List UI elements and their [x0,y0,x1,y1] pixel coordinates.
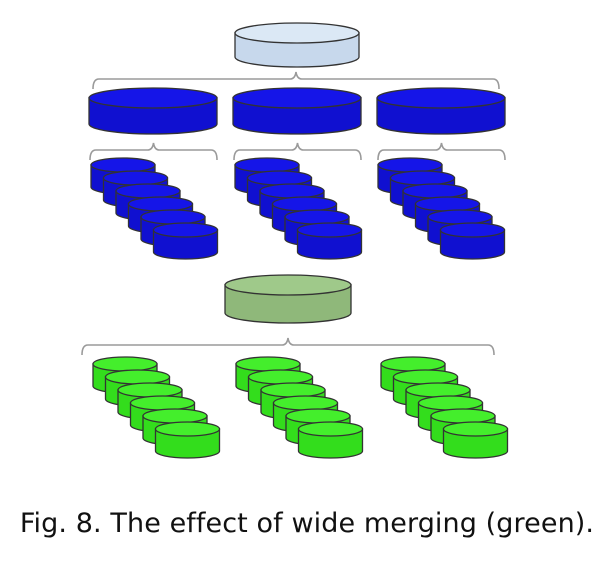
root-disk [234,22,360,68]
green-stack-3-disk-6 [442,421,509,459]
mid-disk-2 [232,87,362,135]
mid-bracket-2 [233,142,362,161]
mid-bracket-3 [377,142,506,161]
figure-caption: Fig. 8. The effect of wide merging (gree… [19,508,595,539]
green-stack-1-disk-6 [154,421,221,459]
wide-merge-bracket [81,337,495,356]
blue-stack-1-disk-6 [152,222,219,260]
root-bracket [92,71,500,90]
blue-stack-3-disk-6 [439,222,506,260]
mid-disk-3 [376,87,506,135]
green-stack-2-disk-6 [297,421,364,459]
blue-stack-2-disk-6 [296,222,363,260]
mid-bracket-1 [89,142,218,161]
figure-diagram [81,22,509,459]
wide-merge-disk [224,274,352,324]
mid-disk-1 [88,87,218,135]
